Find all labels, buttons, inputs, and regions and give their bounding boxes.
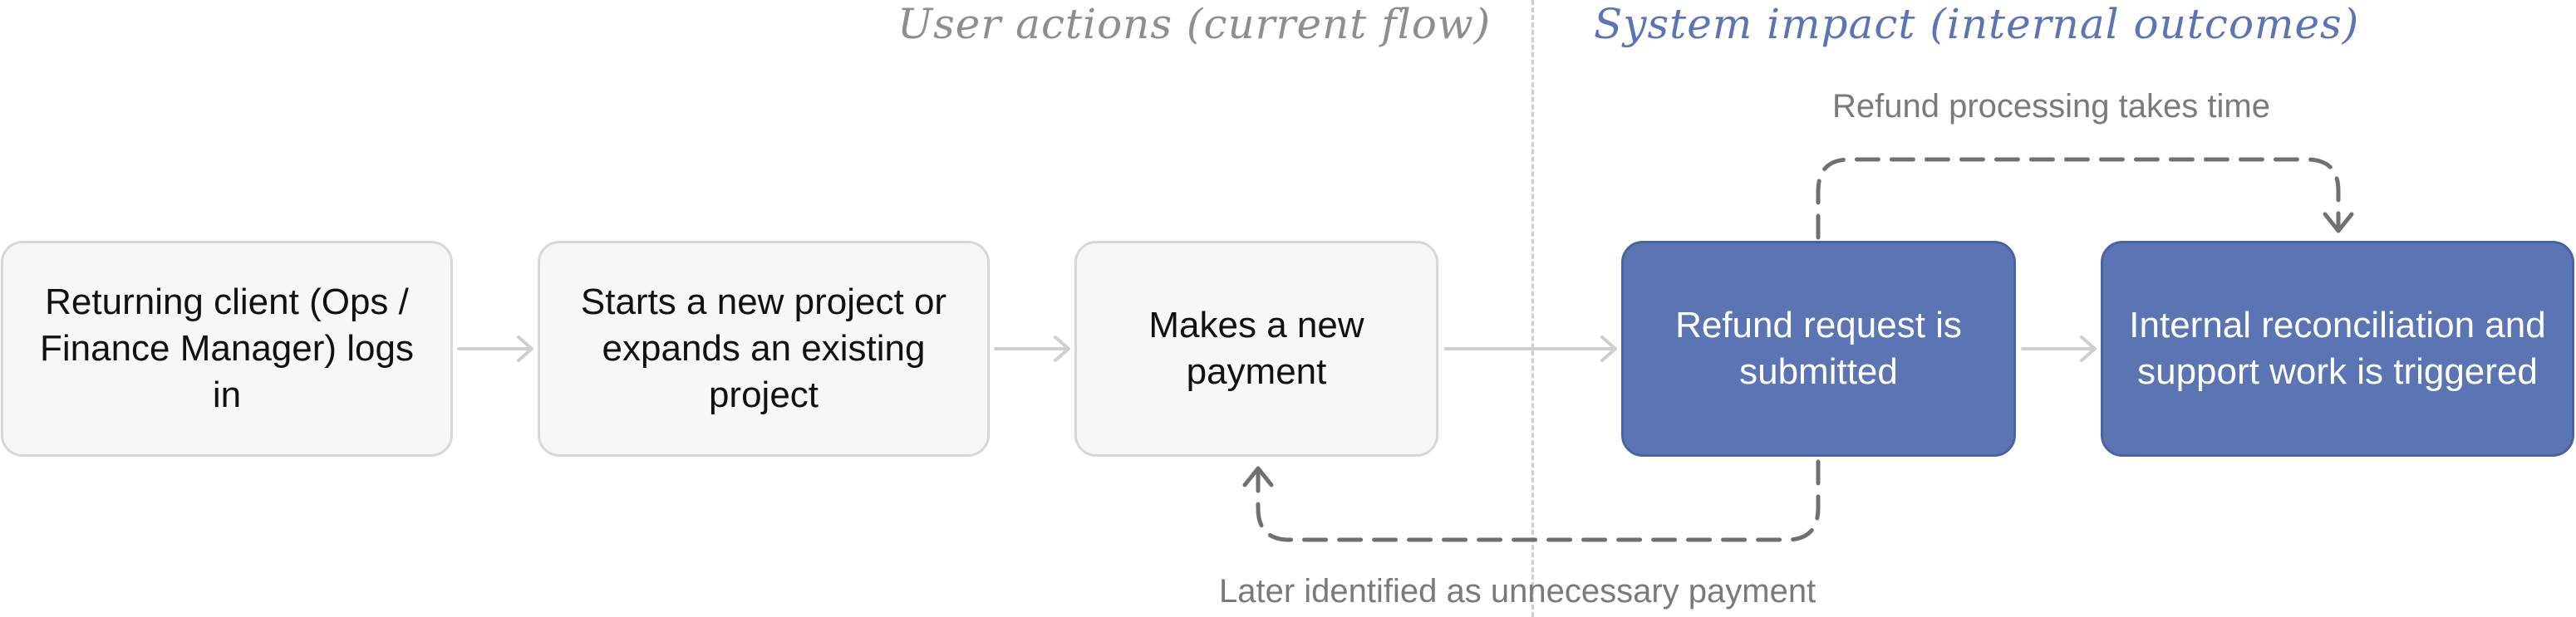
step-label: Starts a new project or expands an exist…: [580, 282, 947, 415]
arrow-step2-to-step3: [994, 335, 1070, 362]
step-label: Makes a new payment: [1148, 305, 1364, 392]
step-internal-reconciliation-triggered: Internal reconciliation and support work…: [2101, 241, 2574, 457]
user-actions-header: User actions (current flow): [897, 0, 1492, 48]
loop-arrow-top: [1816, 157, 2354, 240]
arrow-step3-to-step4: [1444, 335, 1617, 362]
arrow-step1-to-step2: [457, 335, 533, 362]
step-label: Returning client (Ops / Finance Manager)…: [39, 282, 414, 415]
step-makes-new-payment: Makes a new payment: [1074, 241, 1438, 457]
step-returning-client-logs-in: Returning client (Ops / Finance Manager)…: [1, 241, 453, 457]
section-divider: [1531, 0, 1534, 617]
step-refund-request-submitted: Refund request is submitted: [1621, 241, 2016, 457]
loop-note-unnecessary-payment: Later identified as unnecessary payment: [1219, 573, 1816, 610]
system-impact-header: System impact (internal outcomes): [1594, 0, 2360, 48]
step-label: Refund request is submitted: [1675, 305, 1962, 392]
loop-note-refund-processing: Refund processing takes time: [1832, 88, 2270, 125]
loop-arrow-bottom: [1242, 459, 1821, 542]
step-starts-new-project: Starts a new project or expands an exist…: [538, 241, 990, 457]
arrow-step4-to-step5: [2021, 335, 2097, 362]
step-label: Internal reconciliation and support work…: [2129, 305, 2546, 392]
